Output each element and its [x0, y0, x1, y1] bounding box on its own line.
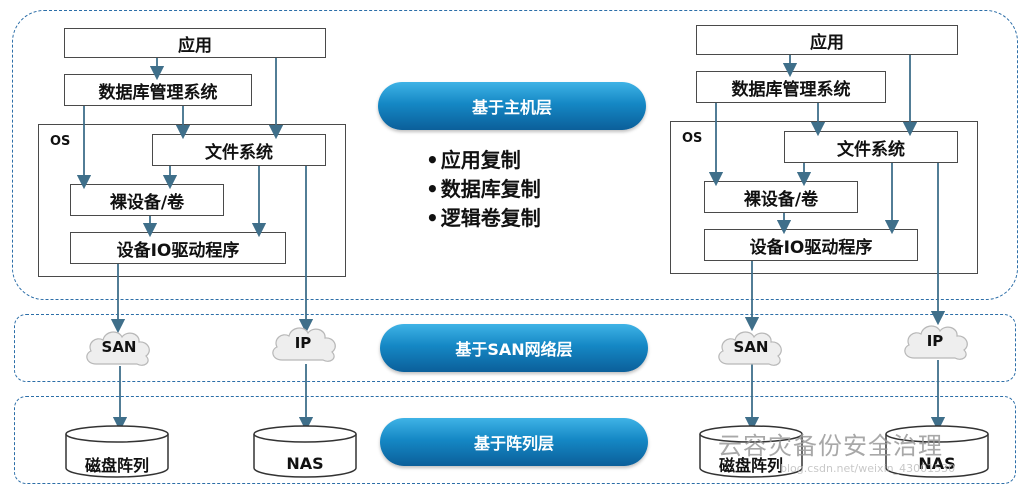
san-layer-pill: 基于SAN网络层 — [380, 324, 648, 372]
right-nas-icon — [885, 425, 989, 478]
host-method-item: 应用复制 — [426, 146, 541, 175]
right-san-cloud-icon — [718, 331, 782, 366]
right-nas-label: NAS — [918, 454, 956, 473]
left-io-driver-box: 设备IO驱动程序 — [70, 232, 286, 264]
right-io-driver-box: 设备IO驱动程序 — [704, 229, 918, 261]
host-methods-list: 应用复制 数据库复制 逻辑卷复制 — [426, 146, 541, 233]
left-san-cloud-icon — [86, 331, 150, 366]
left-disk-array-label: 磁盘阵列 — [84, 456, 149, 475]
right-os-frame — [670, 121, 978, 274]
watermark-text: 云容灾备份安全治理 — [718, 432, 943, 460]
host-method-item: 数据库复制 — [426, 175, 541, 204]
right-filesystem-box: 文件系统 — [784, 131, 958, 163]
right-ip-label: IP — [926, 332, 944, 350]
left-nas-icon — [253, 425, 357, 478]
array-layer-pill: 基于阵列层 — [380, 418, 648, 466]
right-raw-device-box: 裸设备/卷 — [704, 181, 858, 213]
right-os-label: OS — [682, 131, 703, 146]
left-san-label: SAN — [101, 338, 137, 356]
left-ip-cloud-icon — [272, 327, 336, 362]
right-ip-cloud-icon — [904, 325, 968, 360]
watermark-url: blog.csdn.net/weixin_43001530 — [780, 462, 956, 475]
host-layer-pill: 基于主机层 — [378, 82, 646, 130]
right-disk-array-label: 磁盘阵列 — [718, 456, 783, 475]
right-disk-array-icon — [699, 425, 803, 478]
left-nas-label: NAS — [286, 454, 324, 473]
right-app-box: 应用 — [696, 25, 958, 55]
left-disk-array-icon — [65, 425, 169, 478]
right-dbms-box: 数据库管理系统 — [696, 71, 886, 103]
left-os-label: OS — [50, 134, 71, 149]
left-app-box: 应用 — [64, 28, 326, 58]
left-ip-label: IP — [294, 334, 312, 352]
left-os-frame — [38, 124, 346, 277]
left-filesystem-box: 文件系统 — [152, 134, 326, 166]
right-san-label: SAN — [733, 338, 769, 356]
left-raw-device-box: 裸设备/卷 — [70, 184, 224, 216]
host-method-item: 逻辑卷复制 — [426, 204, 541, 233]
